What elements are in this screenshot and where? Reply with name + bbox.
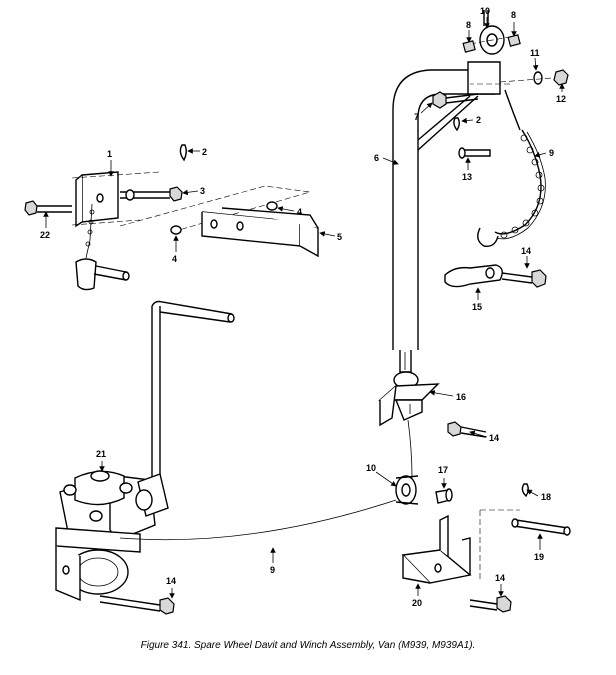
- callout-22: 22: [40, 230, 50, 240]
- mounting-plate: [119, 185, 319, 258]
- callout-15: 15: [472, 302, 482, 312]
- lower-sheave: [395, 475, 419, 505]
- callout-3: 3: [200, 186, 205, 196]
- callout-14: 14: [489, 433, 499, 443]
- figure-caption: Figure 341. Spare Wheel Davit and Winch …: [140, 640, 476, 651]
- callout-6: 6: [374, 153, 379, 163]
- callout-18: 18: [541, 492, 551, 502]
- bolt: [469, 595, 512, 613]
- cable: [407, 419, 413, 479]
- callout-5: 5: [337, 232, 342, 242]
- cotter-pin: [453, 117, 460, 132]
- bolt: [432, 91, 479, 109]
- washer-and-nut: [499, 69, 569, 86]
- callout-labels: 1 2 3 4 4 5 22 6 7 8 8 10 11 12 2 13 9 1…: [40, 6, 566, 608]
- washer: [170, 201, 278, 235]
- chain-links: [500, 134, 545, 239]
- clamp: [444, 264, 503, 288]
- callout-14: 14: [166, 576, 176, 586]
- callout-19: 19: [534, 552, 544, 562]
- callout-14: 14: [521, 246, 531, 256]
- callout-2: 2: [476, 115, 481, 125]
- chain-with-hook: [477, 89, 546, 247]
- left-bracket: [71, 171, 161, 228]
- callout-4: 4: [172, 254, 177, 264]
- clevis-pin: [458, 147, 491, 159]
- mounting-bracket: [378, 371, 440, 427]
- callout-7: 7: [414, 112, 419, 122]
- callout-20: 20: [412, 598, 422, 608]
- callout-8: 8: [466, 20, 471, 30]
- pin-with-chain: [75, 203, 130, 291]
- callout-2: 2: [202, 147, 207, 157]
- davit-arm: [392, 61, 510, 373]
- callout-12: 12: [556, 94, 566, 104]
- long-pin: [511, 518, 571, 536]
- callout-17: 17: [438, 465, 448, 475]
- callout-16: 16: [456, 392, 466, 402]
- callout-21: 21: [96, 449, 106, 459]
- crank-handle: [151, 300, 235, 500]
- bolt: [120, 186, 183, 202]
- callout-13: 13: [462, 172, 472, 182]
- winch: [55, 470, 169, 602]
- cotter-pin: [179, 144, 187, 162]
- leader-arrows: [43, 17, 565, 599]
- callout-9: 9: [549, 148, 554, 158]
- callout-9: 9: [270, 565, 275, 575]
- callout-8: 8: [511, 10, 516, 20]
- bolt: [99, 595, 175, 615]
- bolt: [447, 421, 487, 438]
- lower-bracket: [401, 514, 472, 584]
- bolt: [24, 200, 72, 216]
- callout-1: 1: [107, 149, 112, 159]
- callout-11: 11: [530, 48, 540, 58]
- callout-4: 4: [297, 207, 302, 217]
- spacer: [435, 488, 453, 504]
- cotter-pin: [521, 483, 529, 498]
- callout-10: 10: [366, 463, 376, 473]
- callout-10: 10: [480, 6, 490, 16]
- bolt: [501, 269, 547, 288]
- callout-14: 14: [495, 573, 505, 583]
- winch-cable: [119, 499, 397, 541]
